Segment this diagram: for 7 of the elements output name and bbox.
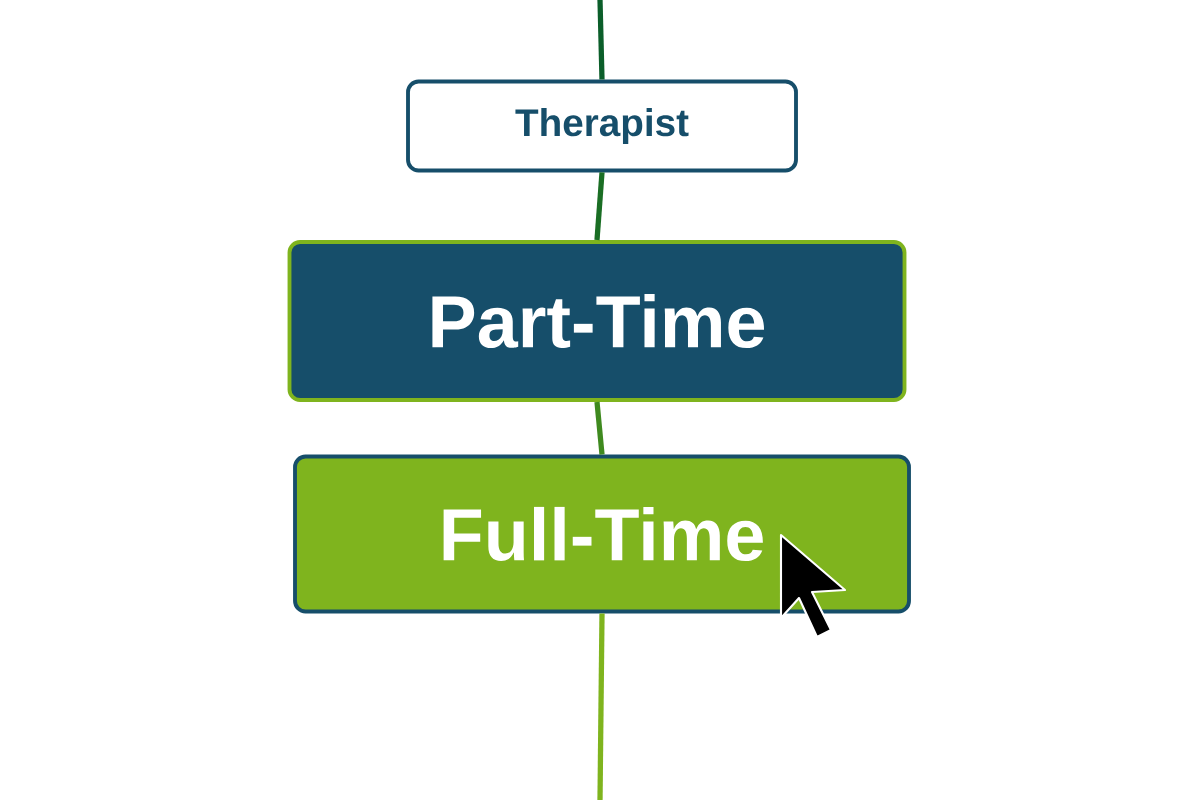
option-button: Part-Time: [287, 240, 907, 402]
connector-line: [594, 172, 605, 241]
connector-line: [597, 0, 605, 80]
connector-line: [597, 613, 605, 800]
option-box: Therapist: [406, 79, 798, 173]
connector-line: [594, 401, 605, 455]
option-button: Full-Time: [293, 454, 911, 614]
